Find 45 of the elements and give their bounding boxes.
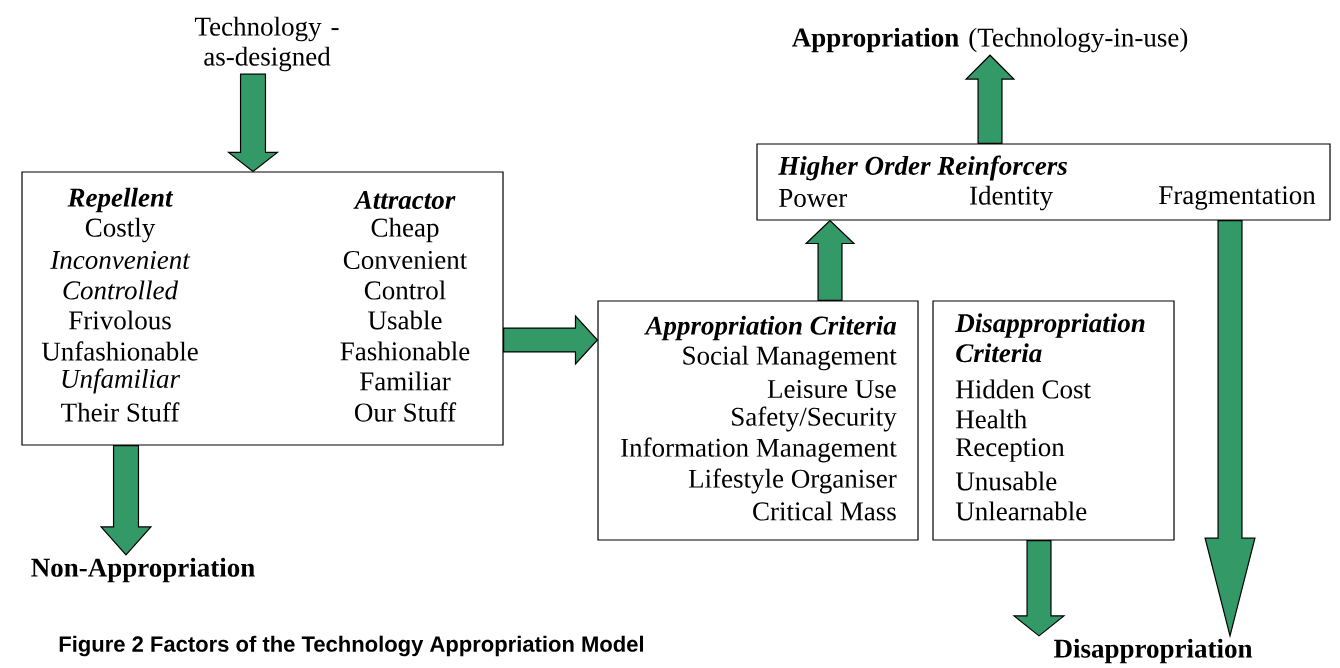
list-item: Leisure Use [767, 379, 896, 399]
list-item: Unfashionable [41, 341, 198, 361]
list-item: Health [956, 409, 1027, 429]
box-heading: Disappropriation Criteria [955, 313, 1145, 363]
block-arrow [226, 73, 280, 173]
list-item: Fashionable [340, 341, 470, 361]
block-arrow [1204, 220, 1256, 639]
block-arrow [503, 314, 599, 366]
box-heading: Higher Order Reinforcers [778, 155, 1067, 181]
list-item: Unfamiliar [62, 368, 181, 394]
block-arrow [1012, 540, 1066, 637]
input-label: Technology -as-designed [194, 16, 339, 72]
list-item: Their Stuff [61, 402, 180, 422]
list-item: Safety/Security [732, 406, 897, 432]
list-item: Inconvenient [50, 250, 191, 270]
list-item: Information Management [621, 437, 897, 463]
list-item: Fragmentation [1159, 186, 1316, 210]
list-item: Hidden Cost [956, 379, 1091, 399]
list-item: Unusable [955, 471, 1057, 491]
block-arrow [99, 445, 153, 556]
list-item: Power [779, 189, 847, 207]
outcome-label: Appropriation (Technology-in-use) [792, 27, 1188, 53]
list-item: Cheap [371, 217, 439, 243]
outcome-label: Non-Appropriation [31, 557, 255, 583]
figure-caption: Figure 2 Factors of the Technology Appropriation Model [59, 635, 643, 657]
list-item: Familiar [360, 371, 451, 391]
list-item: Control [364, 280, 446, 300]
block-arrow [964, 54, 1016, 144]
list-item: Reception [956, 438, 1065, 462]
list-item: Critical Mass [753, 501, 896, 521]
list-item: Convenient [343, 250, 468, 270]
list-item: Controlled [63, 280, 179, 300]
list-item: Lifestyle Organiser [688, 468, 897, 494]
list-item: Usable [368, 310, 442, 330]
column-heading: Attractor [353, 190, 456, 210]
column-heading: Repellent [67, 187, 174, 213]
list-item: Our Stuff [355, 402, 457, 422]
outcome-label: Disappropriation [1053, 638, 1253, 664]
list-item: Unlearnable [955, 501, 1087, 521]
box-heading: Appropriation Criteria [644, 315, 897, 341]
list-item: Social Management [683, 345, 897, 371]
list-item: Frivolous [69, 310, 171, 330]
list-item: Costly [85, 217, 156, 243]
block-arrow [804, 219, 856, 301]
list-item: Identity [970, 185, 1053, 211]
